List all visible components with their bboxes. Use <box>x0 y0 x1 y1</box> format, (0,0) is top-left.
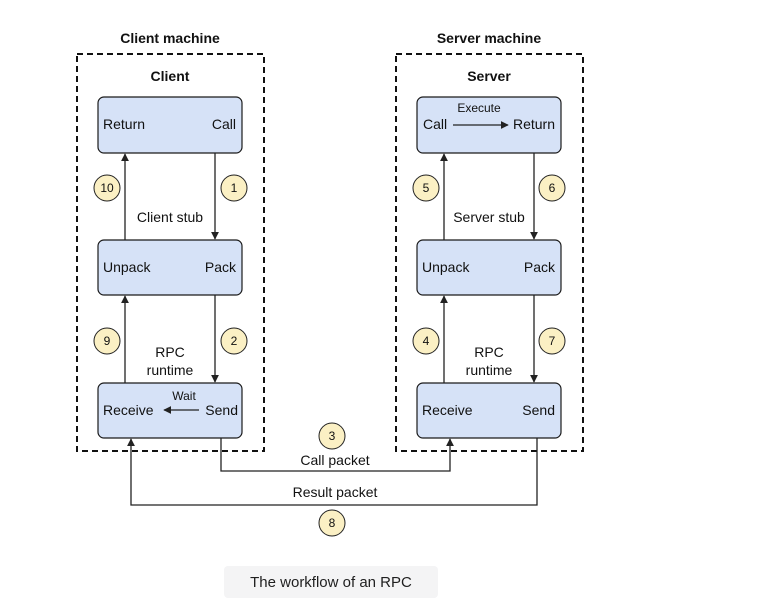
server-pack-label: Pack <box>524 259 556 275</box>
svg-text:2: 2 <box>231 334 238 348</box>
svg-text:9: 9 <box>104 334 111 348</box>
call-packet-label: Call packet <box>300 452 369 468</box>
server-call-label: Call <box>423 116 447 132</box>
server-machine-title: Server machine <box>437 30 541 46</box>
server-runtime-label-1: RPC <box>474 344 504 360</box>
client-runtime-label-1: RPC <box>155 344 185 360</box>
client-top-box: Return Call <box>97 96 243 154</box>
server-stub-label: Server stub <box>453 209 525 225</box>
client-runtime-label-2: runtime <box>147 362 194 378</box>
step-badge-10: 10 <box>93 174 121 202</box>
client-stub-label: Client stub <box>137 209 203 225</box>
server-runtime-label-2: runtime <box>466 362 513 378</box>
client-stub-box: Unpack Pack <box>97 239 243 296</box>
client-return-label: Return <box>103 116 145 132</box>
svg-text:10: 10 <box>100 181 114 195</box>
client-machine-title: Client machine <box>120 30 220 46</box>
svg-text:7: 7 <box>549 334 556 348</box>
step-badge-5: 5 <box>412 174 440 202</box>
client-call-label: Call <box>212 116 236 132</box>
server-process-title: Server <box>467 68 511 84</box>
step-badge-4: 4 <box>412 327 440 355</box>
step-badge-7: 7 <box>538 327 566 355</box>
server-execute-label: Execute <box>457 101 501 115</box>
step-badge-8: 8 <box>318 509 346 537</box>
server-unpack-label: Unpack <box>422 259 470 275</box>
client-wait-label: Wait <box>172 389 196 403</box>
step-badge-3: 3 <box>318 422 346 450</box>
svg-text:8: 8 <box>329 516 336 530</box>
server-send-label: Send <box>522 402 555 418</box>
svg-text:6: 6 <box>549 181 556 195</box>
server-return-label: Return <box>513 116 555 132</box>
client-receive-label: Receive <box>103 402 154 418</box>
step-badge-9: 9 <box>93 327 121 355</box>
call-packet-path <box>220 438 454 472</box>
client-send-label: Send <box>205 402 238 418</box>
step-badge-6: 6 <box>538 174 566 202</box>
result-packet-label: Result packet <box>293 484 378 500</box>
client-runtime-box: Wait Receive Send <box>97 382 243 439</box>
server-top-box: Execute Call Return <box>416 96 562 154</box>
server-stub-box: Unpack Pack <box>416 239 562 296</box>
svg-text:3: 3 <box>329 429 336 443</box>
step-badge-1: 1 <box>220 174 248 202</box>
figure-caption: The workflow of an RPC <box>224 566 438 598</box>
client-machine-frame <box>76 53 265 452</box>
client-process-title: Client <box>151 68 190 84</box>
step-badge-2: 2 <box>220 327 248 355</box>
svg-text:4: 4 <box>423 334 430 348</box>
result-packet-path <box>127 438 538 506</box>
svg-text:1: 1 <box>231 181 238 195</box>
server-receive-label: Receive <box>422 402 473 418</box>
client-unpack-label: Unpack <box>103 259 151 275</box>
server-machine-frame <box>395 53 584 452</box>
svg-text:5: 5 <box>423 181 430 195</box>
server-runtime-box: Receive Send <box>416 382 562 439</box>
client-pack-label: Pack <box>205 259 237 275</box>
